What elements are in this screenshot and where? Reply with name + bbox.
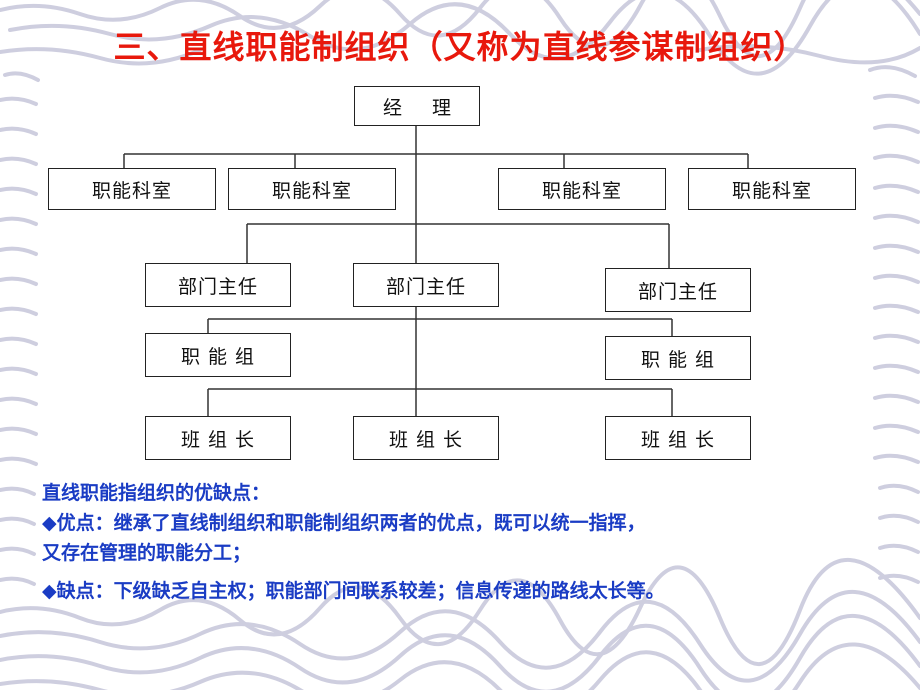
notes-heading: 直线职能指组织的优缺点： (42, 482, 271, 504)
pros-line-1: ◆优点：继承了直线制组织和职能制组织两者的优点，既可以统一指挥， (42, 508, 902, 538)
node-functional-dept-4: 职能科室 (688, 168, 856, 210)
node-team-leader-2: 班 组 长 (353, 416, 499, 460)
pros-line-2: 又存在管理的职能分工； (42, 542, 252, 564)
node-functional-dept-1: 职能科室 (48, 168, 216, 210)
org-chart-panel: 经 理 职能科室 职能科室 职能科室 职能科室 部门主任 部门主任 部门主任 职… (40, 78, 866, 466)
slide-title: 三、直线职能制组织（又称为直线参谋制组织） (113, 28, 807, 66)
node-manager: 经 理 (354, 86, 480, 126)
pros-text: 优点：继承了直线制组织和职能制组织两者的优点，既可以统一指挥， (56, 512, 646, 534)
node-functional-group-1: 职 能 组 (145, 333, 291, 377)
node-team-leader-1: 班 组 长 (145, 416, 291, 460)
node-functional-group-2: 职 能 组 (605, 336, 751, 380)
notes-block: 直线职能指组织的优缺点： ◆优点：继承了直线制组织和职能制组织两者的优点，既可以… (42, 478, 902, 606)
org-chart-connectors (123, 126, 749, 456)
cons-line: ◆缺点：下级缺乏自主权；职能部门间联系较差；信息传递的路线太长等。 (42, 576, 902, 606)
node-dept-head-1: 部门主任 (145, 263, 291, 307)
node-dept-head-2: 部门主任 (353, 263, 499, 307)
diamond-bullet-icon: ◆ (42, 512, 57, 534)
node-functional-dept-3: 职能科室 (498, 168, 666, 210)
diamond-bullet-icon: ◆ (42, 580, 57, 602)
cons-text: 缺点：下级缺乏自主权；职能部门间联系较差；信息传递的路线太长等。 (56, 580, 665, 602)
node-functional-dept-2: 职能科室 (228, 168, 396, 210)
node-team-leader-3: 班 组 长 (605, 416, 751, 460)
node-dept-head-3: 部门主任 (605, 268, 751, 312)
